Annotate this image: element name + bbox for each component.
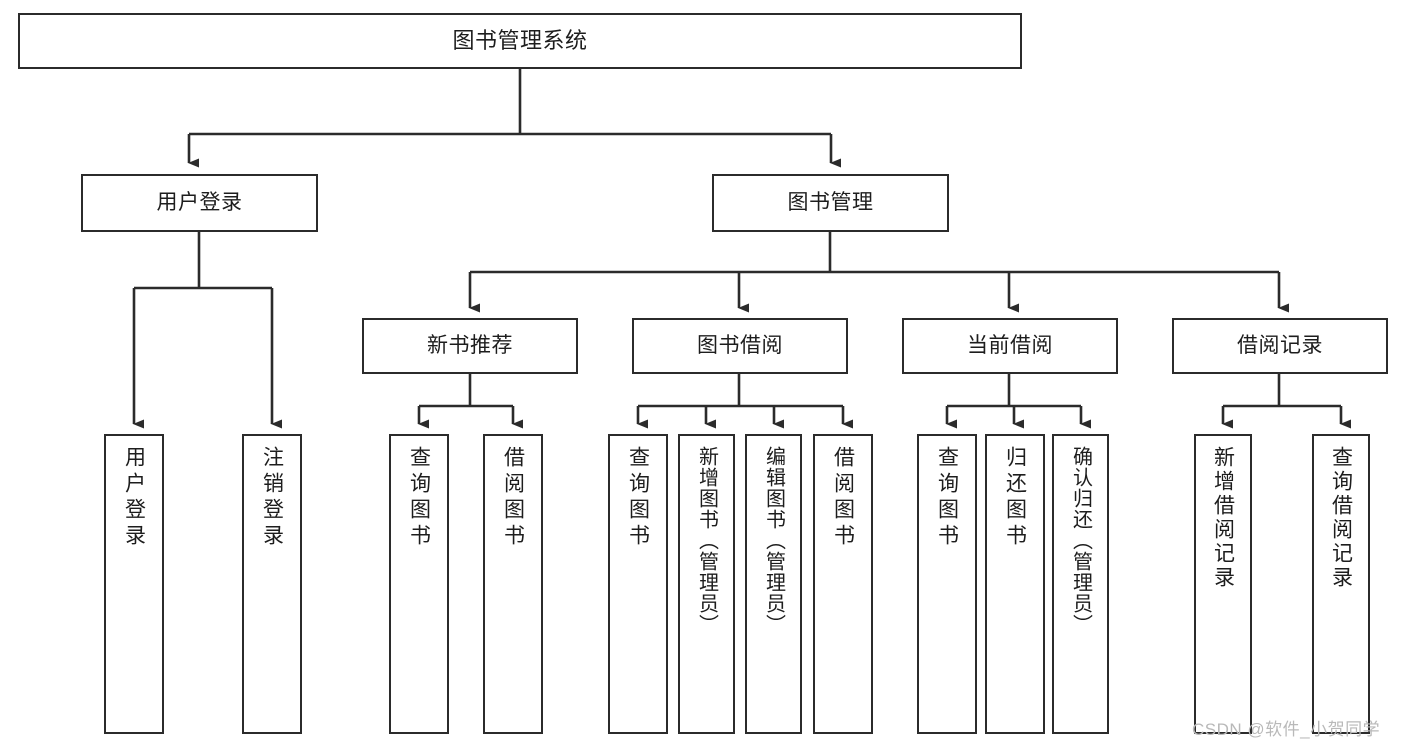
node-label: 新增图书（管理员） — [695, 446, 718, 635]
node-label: 借阅图书 — [831, 446, 855, 550]
node-label: 用户登录 — [156, 190, 243, 214]
node-label: 注销登录 — [260, 446, 284, 550]
node-label: 查询借阅记录 — [1329, 446, 1353, 590]
node-label: 借阅图书 — [501, 446, 525, 550]
node-label: 归还图书 — [1003, 446, 1027, 550]
leaf-confirm-return-admin[interactable]: 确认归还（管理员） — [1052, 434, 1109, 734]
leaf-query-books-borrow[interactable]: 查询图书 — [608, 434, 668, 734]
node-label: 编辑图书（管理员） — [762, 446, 785, 635]
node-book-management[interactable]: 图书管理 — [712, 174, 949, 232]
node-borrow-records[interactable]: 借阅记录 — [1172, 318, 1388, 374]
leaf-borrow-books[interactable]: 借阅图书 — [813, 434, 873, 734]
node-label: 查询图书 — [407, 446, 431, 550]
leaf-user-logout[interactable]: 注销登录 — [242, 434, 302, 734]
node-book-borrow[interactable]: 图书借阅 — [632, 318, 848, 374]
leaf-edit-book-admin[interactable]: 编辑图书（管理员） — [745, 434, 802, 734]
node-label: 查询图书 — [626, 446, 650, 550]
node-new-book-recommend[interactable]: 新书推荐 — [362, 318, 578, 374]
leaf-return-books[interactable]: 归还图书 — [985, 434, 1045, 734]
csdn-watermark: CSDN @软件_小贺同学 — [1192, 720, 1381, 739]
node-label: 查询图书 — [935, 446, 959, 550]
node-label: 图书管理系统 — [452, 28, 588, 54]
leaf-add-book-admin[interactable]: 新增图书（管理员） — [678, 434, 735, 734]
node-label: 当前借阅 — [967, 333, 1053, 357]
leaf-borrow-books-recommend[interactable]: 借阅图书 — [483, 434, 543, 734]
leaf-query-books-recommend[interactable]: 查询图书 — [389, 434, 449, 734]
node-label: 图书管理 — [787, 190, 874, 214]
node-label: 新增借阅记录 — [1211, 446, 1235, 590]
leaf-add-borrow-record[interactable]: 新增借阅记录 — [1194, 434, 1252, 734]
node-root-system[interactable]: 图书管理系统 — [18, 13, 1022, 69]
leaf-query-books-current[interactable]: 查询图书 — [917, 434, 977, 734]
node-user-login[interactable]: 用户登录 — [81, 174, 318, 232]
node-label: 图书借阅 — [697, 333, 783, 357]
leaf-user-login[interactable]: 用户登录 — [104, 434, 164, 734]
node-label: 确认归还（管理员） — [1069, 446, 1092, 635]
node-label: 用户登录 — [122, 446, 146, 550]
node-label: 新书推荐 — [427, 333, 513, 357]
leaf-query-borrow-record[interactable]: 查询借阅记录 — [1312, 434, 1370, 734]
node-current-borrow[interactable]: 当前借阅 — [902, 318, 1118, 374]
node-label: 借阅记录 — [1237, 333, 1323, 357]
